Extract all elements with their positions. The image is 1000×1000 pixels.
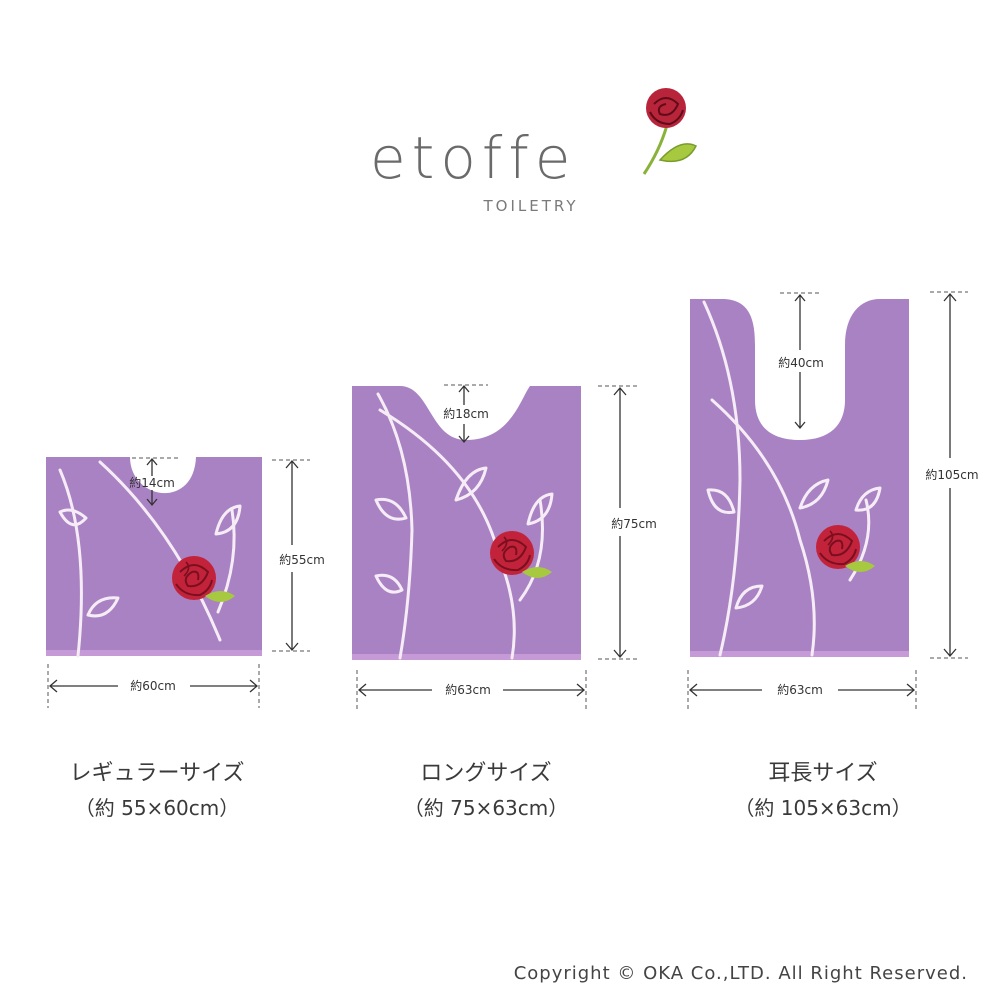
mat-long: 約18cm 約75cm 約63cm: [352, 384, 657, 712]
mat-long-ear-vine-pattern: [702, 300, 882, 657]
mat-long-rose: [489, 530, 535, 576]
mat-long-height-label: 約75cm: [611, 516, 657, 531]
logo-wordmark: etoffe: [370, 124, 576, 192]
brand-logo: etoffe TOILETRY: [370, 88, 698, 215]
mat-long-ear-notch-label: 約40cm: [778, 355, 824, 370]
caption-long-ear-name: 耳長サイズ: [768, 761, 877, 786]
mat-long-notch-label: 約18cm: [443, 406, 489, 421]
mat-regular-shape: [46, 457, 262, 656]
caption-long-name: ロングサイズ: [420, 761, 551, 786]
caption-long: ロングサイズ （約 75×63cm）: [404, 761, 569, 820]
mat-long-ear-height-label: 約105cm: [925, 467, 978, 482]
caption-long-ear-size: （約 105×63cm）: [734, 796, 911, 820]
mat-regular: 約14cm 約55cm 約60cm: [46, 457, 325, 708]
rose-icon: [642, 88, 698, 175]
mat-long-vine-pattern: [374, 392, 554, 660]
logo-subtitle: TOILETRY: [482, 197, 578, 215]
caption-long-size: （約 75×63cm）: [404, 796, 569, 820]
caption-long-ear: 耳長サイズ （約 105×63cm）: [734, 761, 911, 820]
mat-long-width-label: 約63cm: [445, 682, 491, 697]
mat-regular-rose: [171, 555, 217, 601]
mat-regular-vine-pattern: [58, 460, 242, 658]
mat-long-ear: 約40cm 約105cm 約63cm: [687, 291, 979, 712]
caption-regular-name: レギュラーサイズ: [70, 761, 245, 786]
mat-regular-height-label: 約55cm: [279, 552, 325, 567]
mat-regular-width-label: 約60cm: [130, 678, 176, 693]
mat-long-ear-width-label: 約63cm: [777, 682, 823, 697]
caption-regular: レギュラーサイズ （約 55×60cm）: [70, 761, 245, 820]
mat-regular-notch-label: 約14cm: [129, 475, 175, 490]
mat-long-shape: [352, 386, 581, 660]
caption-regular-size: （約 55×60cm）: [75, 796, 240, 820]
copyright-notice: Copyright © OKA Co.,LTD. All Right Reser…: [514, 963, 968, 984]
